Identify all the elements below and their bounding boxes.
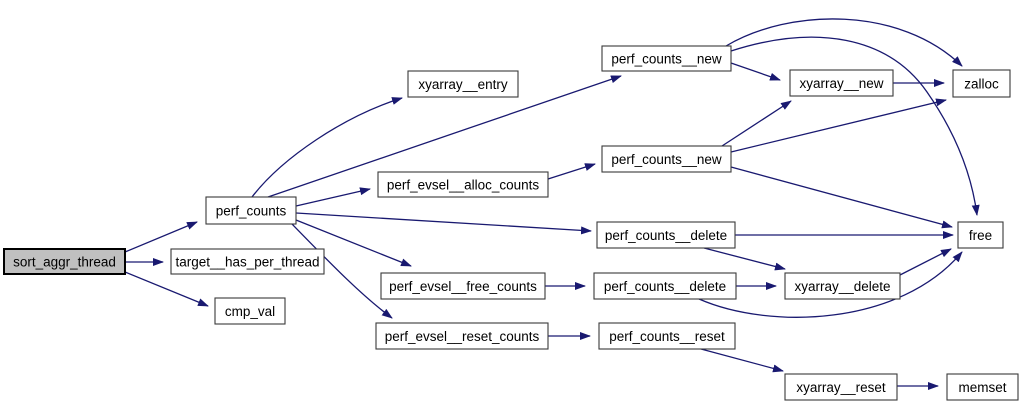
edge-sort_aggr_thread--to--cmp_val: [124, 271, 209, 307]
edge-perf_counts--to--perf_counts__new_1: [267, 75, 622, 198]
edge-perf_counts__new_2--to--zalloc: [730, 98, 947, 153]
node-label-memset: memset: [958, 380, 1006, 395]
node-label-perf_counts__delete_2: perf_counts__delete: [604, 279, 726, 294]
edge-perf_counts__new_1--to--free: [730, 36, 980, 216]
edge-perf_counts__new_2--to--free: [730, 166, 953, 229]
edge-perf_counts--to--perf_evsel__alloc_counts: [295, 187, 371, 207]
node-box-perf_evsel__reset_counts: [375, 322, 549, 350]
node-perf_evsel__free_counts[interactable]: perf_evsel__free_counts: [380, 272, 546, 300]
node-box-perf_counts__delete_1: [596, 221, 736, 249]
node-label-target__has_per_thread: target__has_per_thread: [175, 254, 319, 269]
node-box-perf_counts__new_2: [601, 145, 732, 173]
node-box-perf_counts: [205, 196, 297, 225]
edge-perf_counts--to--perf_evsel__free_counts: [295, 219, 412, 267]
node-label-xyarray__new: xyarray__new: [799, 76, 883, 91]
node-box-perf_counts__delete_2: [593, 272, 737, 300]
node-label-xyarray__reset: xyarray__reset: [796, 380, 886, 395]
node-sort_aggr_thread[interactable]: sort_aggr_thread: [3, 248, 126, 275]
edge-perf_counts__delete_1--to--xyarray__delete: [703, 247, 786, 271]
edge-perf_counts__new_1--to--zalloc: [725, 18, 963, 67]
node-label-perf_counts__reset: perf_counts__reset: [609, 329, 725, 344]
edges-layer: [124, 18, 980, 390]
edge-perf_counts__delete_2--to--free: [698, 251, 963, 318]
edge-perf_counts--to--perf_evsel__reset_counts: [291, 223, 393, 319]
node-xyarray__delete[interactable]: xyarray__delete: [784, 272, 901, 300]
node-box-perf_counts__reset: [598, 322, 736, 350]
node-xyarray__entry[interactable]: xyarray__entry: [407, 70, 519, 98]
node-label-free: free: [969, 228, 992, 243]
node-cmp_val[interactable]: cmp_val: [214, 297, 286, 325]
node-label-cmp_val: cmp_val: [225, 304, 275, 319]
node-perf_counts__delete_2[interactable]: perf_counts__delete: [593, 272, 737, 300]
edge-perf_counts--to--perf_counts__delete_1: [295, 212, 592, 235]
edge-sort_aggr_thread--to--perf_counts: [124, 221, 198, 253]
node-label-perf_evsel__alloc_counts: perf_evsel__alloc_counts: [387, 177, 540, 192]
node-label-sort_aggr_thread: sort_aggr_thread: [13, 254, 116, 269]
node-box-perf_counts__new_1: [601, 45, 732, 72]
node-perf_counts[interactable]: perf_counts: [205, 196, 297, 225]
edge-xyarray__delete--to--free: [899, 248, 952, 276]
node-free[interactable]: free: [957, 221, 1004, 249]
edge-perf_evsel__alloc_counts--to--perf_counts__new_2: [547, 163, 596, 180]
node-label-perf_evsel__free_counts: perf_evsel__free_counts: [389, 279, 537, 294]
node-box-xyarray__delete: [784, 272, 901, 300]
node-perf_counts__reset[interactable]: perf_counts__reset: [598, 322, 736, 350]
node-perf_counts__delete_1[interactable]: perf_counts__delete: [596, 221, 736, 249]
node-perf_evsel__alloc_counts[interactable]: perf_evsel__alloc_counts: [377, 171, 549, 198]
node-box-perf_evsel__alloc_counts: [377, 171, 549, 198]
node-box-xyarray__new: [789, 69, 894, 97]
node-box-zalloc: [952, 69, 1011, 98]
edge-perf_counts__new_1--to--xyarray__new: [730, 62, 781, 81]
node-box-perf_evsel__free_counts: [380, 272, 546, 300]
node-label-xyarray__delete: xyarray__delete: [794, 279, 890, 294]
node-label-perf_counts__delete_1: perf_counts__delete: [605, 228, 727, 243]
node-target__has_per_thread[interactable]: target__has_per_thread: [170, 248, 325, 275]
edge-perf_counts--to--xyarray__entry: [251, 97, 403, 198]
edge-perf_counts__reset--to--xyarray__reset: [700, 348, 784, 373]
node-box-xyarray__reset: [784, 373, 898, 401]
edge-perf_counts__new_2--to--xyarray__new: [721, 100, 792, 147]
node-box-target__has_per_thread: [170, 248, 325, 275]
node-xyarray__new[interactable]: xyarray__new: [789, 69, 894, 97]
node-box-xyarray__entry: [407, 70, 519, 98]
node-xyarray__reset[interactable]: xyarray__reset: [784, 373, 898, 401]
node-box-cmp_val: [214, 297, 286, 325]
node-perf_evsel__reset_counts[interactable]: perf_evsel__reset_counts: [375, 322, 549, 350]
node-perf_counts__new_2[interactable]: perf_counts__new: [601, 145, 732, 173]
node-label-xyarray__entry: xyarray__entry: [418, 77, 508, 92]
nodes-layer: sort_aggr_thread perf_counts target__has_p…: [3, 45, 1019, 401]
node-perf_counts__new_1[interactable]: perf_counts__new: [601, 45, 732, 72]
node-memset[interactable]: memset: [946, 373, 1019, 401]
node-label-zalloc: zalloc: [964, 76, 999, 91]
node-box-memset: [946, 373, 1019, 401]
node-box-free: [957, 221, 1004, 249]
node-label-perf_counts: perf_counts: [216, 203, 287, 218]
node-label-perf_evsel__reset_counts: perf_evsel__reset_counts: [385, 329, 540, 344]
node-label-perf_counts__new_2: perf_counts__new: [611, 152, 722, 167]
node-label-perf_counts__new_1: perf_counts__new: [611, 51, 722, 66]
node-zalloc[interactable]: zalloc: [952, 69, 1011, 98]
node-box-sort_aggr_thread: [3, 248, 126, 275]
